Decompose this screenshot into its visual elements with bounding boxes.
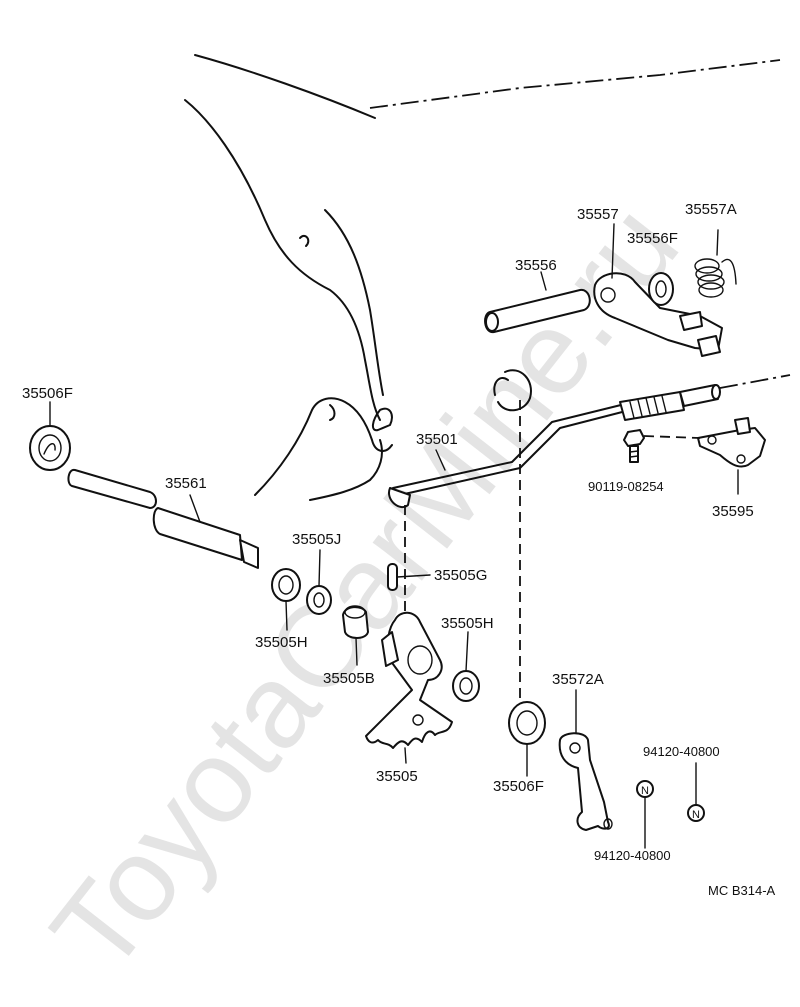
assembly-dash-lines — [404, 400, 701, 702]
e-ring-clip — [493, 369, 532, 412]
seal-35506F-bottom — [508, 701, 546, 745]
label-35572A: 35572A — [552, 671, 604, 688]
detent-lever-35505 — [365, 611, 453, 749]
leader-lines — [49, 401, 528, 777]
label-35556F: 35556F — [627, 230, 678, 247]
clip-35505J — [306, 585, 332, 615]
label-35505: 35505 — [376, 768, 418, 785]
transmission-case-outline — [184, 54, 781, 501]
label-35557A: 35557A — [685, 201, 737, 218]
label-35505B: 35505B — [323, 670, 375, 687]
label-94120-40800-bottom: 94120-40800 — [594, 848, 671, 863]
bracket-35595 — [697, 417, 766, 495]
diagram-code: MC B314-A — [708, 883, 776, 898]
spring-35557A — [694, 229, 737, 298]
arm-35557 — [593, 223, 723, 357]
shaft-35561 — [67, 468, 259, 569]
label-35506F-top: 35506F — [22, 385, 73, 402]
washer-35556F — [648, 272, 674, 306]
rod-spring-coils — [629, 395, 667, 419]
label-35556: 35556 — [515, 257, 557, 274]
nut-94120-40800-left: N — [636, 780, 654, 849]
label-35505H-left: 35505H — [255, 634, 308, 651]
label-35505H-right: 35505H — [441, 615, 494, 632]
bracket-35572A — [558, 689, 613, 831]
part-labels: 35506F 35561 35557 35557A 35556F 35556 3… — [22, 201, 776, 898]
label-90119-08254: 90119-08254 — [588, 479, 664, 494]
label-35595: 35595 — [712, 503, 754, 520]
label-35561: 35561 — [165, 475, 207, 492]
bolt-90119-08254 — [623, 429, 645, 463]
label-35501: 35501 — [416, 431, 458, 448]
bushing-35505B — [342, 605, 369, 639]
pin-35505G — [387, 563, 398, 591]
rod-35501 — [388, 374, 791, 508]
label-35557: 35557 — [577, 206, 619, 223]
seal-35506F-top — [29, 425, 71, 471]
washer-35505H-left — [271, 568, 301, 602]
label-94120-40800-right: 94120-40800 — [643, 744, 720, 759]
label-35505J: 35505J — [292, 531, 341, 548]
label-35505G: 35505G — [434, 567, 487, 584]
label-35506F-bottom: 35506F — [493, 778, 544, 795]
nut-94120-40800-right: N — [687, 762, 705, 822]
pin-35556 — [484, 271, 591, 334]
washer-35505H-right — [452, 670, 480, 702]
nut-mark-right: N — [692, 809, 700, 821]
nut-mark-left: N — [641, 785, 649, 797]
